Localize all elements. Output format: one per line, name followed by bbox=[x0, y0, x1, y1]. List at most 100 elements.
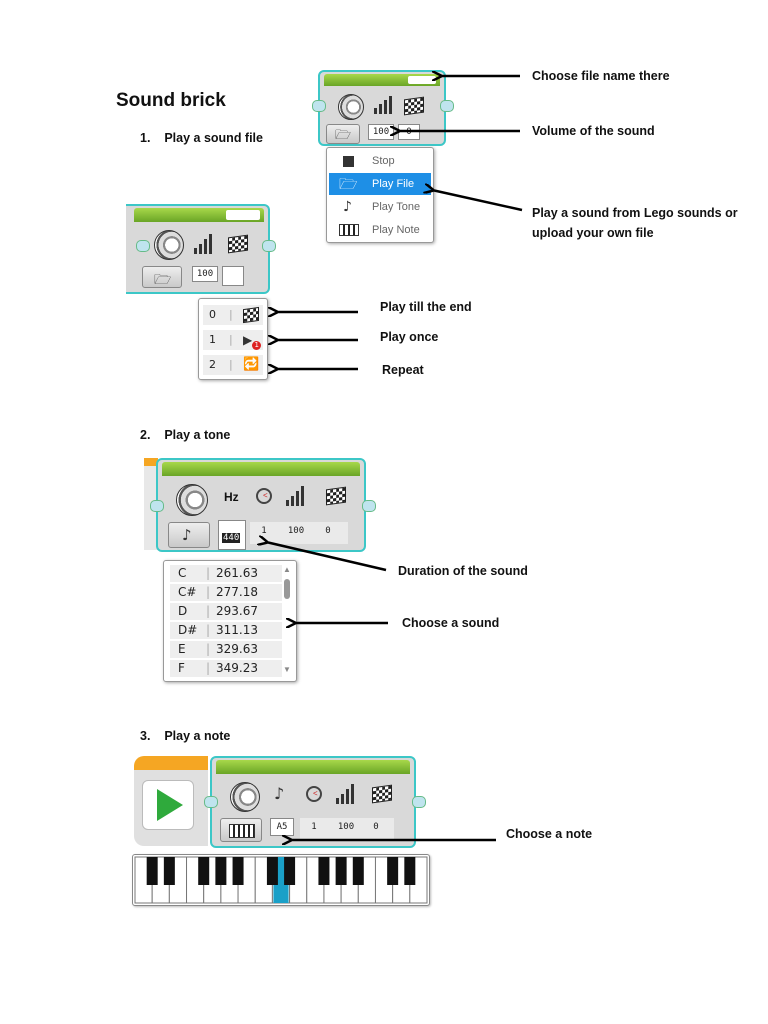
mode-selector-button[interactable]: 🗁 bbox=[142, 266, 182, 288]
option-value: 2 bbox=[209, 358, 216, 371]
note-frequency: 293.67 bbox=[216, 604, 258, 618]
sequence-plug-in bbox=[150, 500, 164, 512]
speaker-icon bbox=[154, 230, 184, 260]
black-key[interactable] bbox=[198, 857, 210, 885]
menu-item-play-file[interactable]: 🗁 Play File bbox=[329, 173, 431, 195]
start-block[interactable] bbox=[134, 756, 208, 846]
timer-icon: < bbox=[306, 786, 322, 802]
separator: | bbox=[206, 604, 211, 618]
black-key[interactable] bbox=[335, 857, 347, 885]
stop-icon bbox=[343, 156, 354, 167]
tone-list-scrollbar[interactable]: ▲ ▼ bbox=[282, 565, 292, 677]
scroll-down-icon[interactable]: ▼ bbox=[283, 665, 291, 674]
black-key[interactable] bbox=[284, 857, 296, 885]
note-frequency: 329.63 bbox=[216, 642, 258, 656]
parameter-strip: 1 100 0 bbox=[300, 818, 394, 840]
tone-option[interactable]: F|349.23 bbox=[170, 660, 282, 677]
tone-option[interactable]: D | 293.67 bbox=[170, 603, 282, 620]
play-type-input[interactable] bbox=[222, 266, 244, 286]
separator: | bbox=[229, 358, 233, 371]
section-2-heading: 2. Play a tone bbox=[140, 428, 230, 442]
black-key[interactable] bbox=[318, 857, 330, 885]
speaker-icon bbox=[230, 782, 260, 812]
annotation-choose-note: Choose a note bbox=[506, 827, 593, 841]
volume-value[interactable]: 100 bbox=[287, 526, 305, 536]
option-value: 1 bbox=[209, 333, 216, 346]
arrow-play-file bbox=[432, 190, 523, 212]
note-frequency: 277.18 bbox=[216, 585, 258, 599]
speaker-icon bbox=[176, 484, 208, 516]
section-number: 2. bbox=[140, 428, 151, 442]
black-key[interactable] bbox=[404, 857, 416, 885]
duration-value[interactable]: 1 bbox=[261, 526, 267, 536]
option-value: 0 bbox=[209, 308, 216, 321]
play-type-option-0[interactable]: 0 | bbox=[203, 305, 263, 325]
black-key[interactable] bbox=[352, 857, 364, 885]
note-name: F bbox=[178, 661, 185, 675]
play-type-option-1[interactable]: 1 | ▶1 bbox=[203, 330, 263, 350]
start-button-frame bbox=[142, 780, 194, 830]
folder-icon: 🗁 bbox=[339, 175, 358, 193]
mode-menu: Stop 🗁 Play File ♪ Play Tone Play Note bbox=[326, 147, 434, 243]
frequency-value: 440 bbox=[222, 533, 241, 543]
scroll-up-icon[interactable]: ▲ bbox=[283, 565, 291, 574]
speaker-icon bbox=[338, 94, 364, 120]
annotation-play-sound: Play a sound from Lego sounds or upload … bbox=[532, 203, 738, 243]
block-header-bar bbox=[324, 74, 440, 86]
scrollbar-thumb[interactable] bbox=[284, 579, 290, 599]
repeat-icon: 🔁 bbox=[243, 357, 260, 372]
block-header-bar bbox=[216, 760, 410, 774]
volume-bars-icon bbox=[194, 234, 212, 254]
arrow-duration bbox=[266, 542, 387, 572]
volume-input[interactable]: 100 bbox=[192, 266, 218, 282]
black-key[interactable] bbox=[163, 857, 175, 885]
menu-item-label: Stop bbox=[372, 155, 395, 167]
play-type-value[interactable]: 0 bbox=[325, 526, 331, 536]
tone-option[interactable]: C#|277.18 bbox=[170, 584, 282, 601]
section-label: Play a sound file bbox=[164, 131, 263, 145]
play-type-value[interactable]: 0 bbox=[373, 822, 379, 832]
section-1-heading: 1. Play a sound file bbox=[140, 131, 263, 145]
sequence-plug-out bbox=[440, 100, 454, 112]
volume-value: 100 bbox=[196, 269, 214, 279]
duration-value[interactable]: 1 bbox=[311, 822, 317, 832]
play-triangle-icon[interactable] bbox=[157, 789, 183, 821]
tone-option[interactable]: E | 329.63 bbox=[170, 641, 282, 658]
mode-selector-button[interactable]: 🗁 bbox=[326, 124, 360, 144]
note-frequency: 311.13 bbox=[216, 623, 258, 637]
black-key[interactable] bbox=[266, 857, 278, 885]
file-name-slot[interactable] bbox=[408, 76, 436, 84]
tone-option[interactable]: D#|311.13 bbox=[170, 622, 282, 639]
menu-item-play-note[interactable]: Play Note bbox=[329, 219, 431, 241]
mode-selector-button[interactable]: ♪ bbox=[168, 522, 210, 548]
annotation-volume: Volume of the sound bbox=[532, 124, 655, 138]
volume-value[interactable]: 100 bbox=[337, 822, 355, 832]
black-key[interactable] bbox=[146, 857, 158, 885]
black-key[interactable] bbox=[232, 857, 244, 885]
section-number: 3. bbox=[140, 729, 151, 743]
menu-item-play-tone[interactable]: ♪ Play Tone bbox=[329, 196, 431, 218]
black-key[interactable] bbox=[387, 857, 399, 885]
separator: | bbox=[206, 566, 211, 580]
menu-item-stop[interactable]: Stop bbox=[329, 150, 431, 172]
section-label: Play a note bbox=[164, 729, 231, 743]
tone-option[interactable]: C|261.63 bbox=[170, 565, 282, 582]
play-type-option-2[interactable]: 2 | 🔁 bbox=[203, 355, 263, 375]
parameter-strip: 1 100 0 bbox=[250, 522, 348, 544]
note-block[interactable]: ♪ < A5 1 100 0 bbox=[210, 756, 416, 848]
sequence-plug-in bbox=[312, 100, 326, 112]
piano-keys-icon bbox=[229, 824, 255, 838]
sound-block-file-left[interactable]: 🗁 100 bbox=[126, 204, 270, 294]
black-key[interactable] bbox=[215, 857, 227, 885]
file-name-slot[interactable] bbox=[226, 210, 260, 220]
piano-keyboard[interactable] bbox=[132, 854, 430, 906]
separator: | bbox=[206, 642, 211, 656]
note-name: D bbox=[178, 604, 188, 618]
piano-keys[interactable] bbox=[133, 855, 429, 905]
mode-selector-button[interactable] bbox=[220, 818, 262, 842]
music-note-icon: ♪ bbox=[274, 784, 285, 803]
note-name: E bbox=[178, 642, 186, 656]
annotation-play-once: Play once bbox=[380, 330, 439, 344]
frequency-input[interactable]: 440 bbox=[218, 520, 246, 550]
music-note-icon: ♪ bbox=[343, 199, 352, 215]
